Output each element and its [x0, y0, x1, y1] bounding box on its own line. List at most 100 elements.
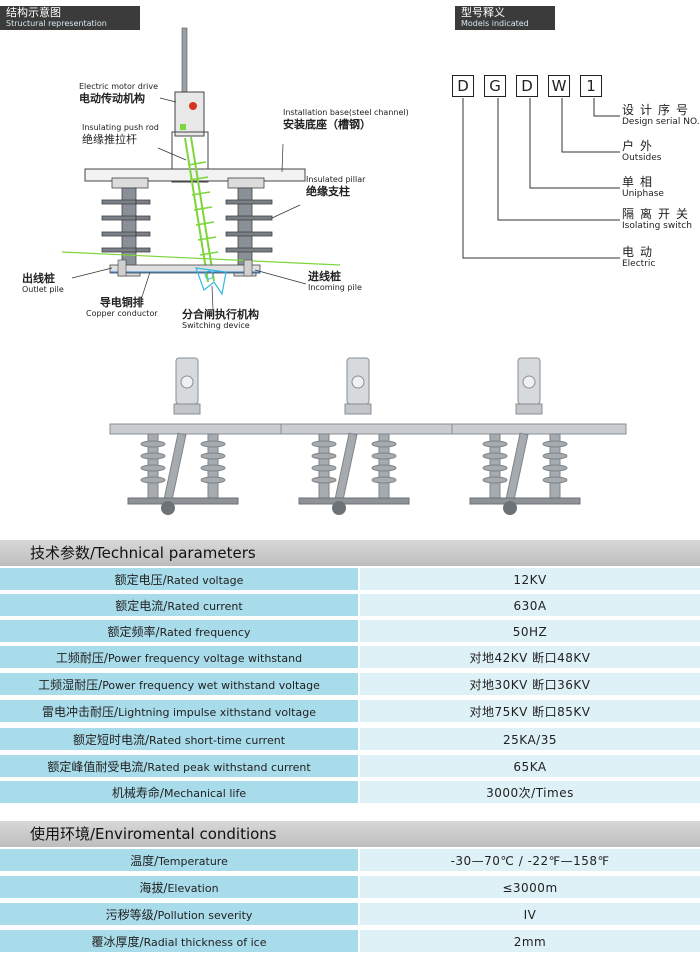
param-name-cn: 额定频率/ — [107, 625, 160, 639]
technical-parameters-header: 技术参数/Technical parameters — [0, 540, 700, 566]
structure-tag-cn: 结构示意图 — [6, 6, 61, 19]
condition-name-en: Elevation — [167, 882, 219, 895]
technical-parameters-title: 技术参数/Technical parameters — [30, 544, 256, 562]
model-meaning-cn: 电动 — [622, 245, 659, 259]
insulated-pillar-label-cn: 绝缘支柱 — [306, 185, 350, 198]
param-name: 雷电冲击耐压/Lightning impulse xithstand volta… — [0, 700, 358, 722]
model-meaning-en: Isolating switch — [622, 221, 692, 231]
condition-name: 温度/Temperature — [0, 849, 358, 871]
param-name: 额定电流/Rated current — [0, 594, 358, 616]
model-meaning-cn: 隔离开关 — [622, 207, 695, 221]
table-row: 额定短时电流/Rated short-time current 25KA/35 — [0, 728, 700, 752]
table-row: 雷电冲击耐压/Lightning impulse xithstand volta… — [0, 700, 700, 724]
switching-device-label-cn: 分合闸执行机构 — [182, 308, 259, 321]
model-code-boxes: D G D W 1 — [452, 75, 602, 97]
table-row: 污秽等级/Pollution severity IV — [0, 903, 700, 927]
model-meaning-isolating: 隔离开关 Isolating switch — [622, 207, 695, 232]
model-code-leader-lines — [462, 98, 620, 259]
param-value: 对地30KV 断口36KV — [360, 673, 700, 695]
model-meaning-electric: 电动 Electric — [622, 245, 659, 270]
condition-value: 2mm — [360, 930, 700, 952]
environmental-conditions-header: 使用环境/Enviromental conditions — [0, 821, 700, 847]
motor-indicator-icon — [189, 102, 197, 110]
param-name: 工频湿耐压/Power frequency wet withstand volt… — [0, 673, 358, 695]
param-name-cn: 额定峰值耐受电流/ — [47, 760, 148, 774]
outlet-pile-label-en: Outlet pile — [22, 285, 64, 294]
structural-diagram: Electric motor drive 电动传动机构 Insulating p… — [0, 20, 420, 350]
condition-name-en: Pollution severity — [157, 909, 253, 922]
installation-base-label-en: Installation base(steel channel) — [283, 108, 409, 117]
incoming-pile-label: 进线桩 Incoming pile — [308, 270, 362, 293]
param-name: 额定电压/Rated voltage — [0, 568, 358, 590]
param-name-en: Rated short-time current — [149, 734, 286, 747]
param-name: 额定峰值耐受电流/Rated peak withstand current — [0, 755, 358, 777]
insulated-pillar-label-en: Insulated pillar — [306, 175, 366, 184]
param-value: 对地42KV 断口48KV — [360, 646, 700, 668]
model-meaning-en: Electric — [622, 259, 656, 269]
table-row: 工频湿耐压/Power frequency wet withstand volt… — [0, 673, 700, 697]
param-name: 工频耐压/Power frequency voltage withstand — [0, 646, 358, 668]
condition-name-en: Temperature — [158, 855, 228, 868]
model-meaning-cn: 户外 — [622, 139, 659, 153]
param-name-en: Rated current — [167, 600, 243, 613]
table-row: 额定电压/Rated voltage 12KV — [0, 568, 700, 592]
param-value: 630A — [360, 594, 700, 616]
param-name-en: Rated peak withstand current — [147, 761, 311, 774]
model-meaning-en: Outsides — [622, 153, 662, 163]
param-name-cn: 雷电冲击耐压/ — [42, 705, 119, 719]
param-name-cn: 额定电流/ — [115, 599, 168, 613]
condition-name: 海拔/Elevation — [0, 876, 358, 898]
switching-device-label: 分合闸执行机构 Switching device — [182, 308, 259, 331]
copper-conductor-label: 导电铜排 Copper conductor — [86, 296, 158, 319]
condition-name-cn: 温度/ — [130, 854, 159, 868]
param-name-cn: 额定电压/ — [114, 573, 167, 587]
param-value: 50HZ — [360, 620, 700, 642]
table-row: 额定电流/Rated current 630A — [0, 594, 700, 618]
param-name: 机械寿命/Mechanical life — [0, 781, 358, 803]
models-tag-cn: 型号释义 — [461, 6, 505, 19]
diagram-drawing — [61, 27, 341, 310]
outlet-pile-label-cn: 出线桩 — [22, 272, 55, 285]
param-name-en: Power frequency voltage withstand — [107, 652, 303, 665]
outlet-pile-label: 出线桩 Outlet pile — [22, 272, 64, 295]
param-name-cn: 工频湿耐压/ — [38, 678, 103, 692]
param-value: 3000次/Times — [360, 781, 700, 803]
model-code-letter: W — [548, 75, 570, 97]
model-code-letter: D — [452, 75, 474, 97]
model-meaning-en: Design serial NO. — [622, 117, 700, 127]
motor-drive-label-en: Electric motor drive — [79, 82, 158, 91]
param-name-en: Power frequency wet withstand voltage — [102, 679, 320, 692]
models-section-tag: 型号释义 Models indicated — [455, 6, 555, 30]
installation-base-label: Installation base(steel channel) 安装底座（槽钢… — [283, 108, 409, 131]
param-name-en: Mechanical life — [163, 787, 247, 800]
condition-value: ≤3000m — [360, 876, 700, 898]
param-value: 对地75KV 断口85KV — [360, 700, 700, 722]
models-tag-en: Models indicated — [461, 19, 529, 28]
product-photo — [109, 357, 285, 515]
table-row: 机械寿命/Mechanical life 3000次/Times — [0, 781, 700, 805]
condition-name-cn: 海拔/ — [139, 881, 168, 895]
condition-name-cn: 污秽等级/ — [105, 908, 158, 922]
push-rod-label-en: Insulating push rod — [82, 123, 159, 132]
motor-drive-label-cn: 电动传动机构 — [79, 92, 145, 105]
model-meaning-en: Uniphase — [622, 189, 664, 199]
param-name-cn: 工频耐压/ — [55, 651, 108, 665]
model-meaning-outsides: 户外 Outsides — [622, 139, 662, 164]
table-row: 温度/Temperature -30—70℃ / -22℉—158℉ — [0, 849, 700, 873]
switching-device-label-en: Switching device — [182, 321, 250, 330]
table-row: 工频耐压/Power frequency voltage withstand 对… — [0, 646, 700, 670]
incoming-pile-label-cn: 进线桩 — [308, 270, 341, 283]
model-meaning-serial: 设计序号 Design serial NO. — [622, 104, 700, 128]
structure-section-tag: 结构示意图 Structural representation — [0, 6, 140, 30]
condition-name: 污秽等级/Pollution severity — [0, 903, 358, 925]
model-code-letter: G — [484, 75, 506, 97]
insulated-pillar-label: Insulated pillar 绝缘支柱 — [306, 175, 365, 198]
model-meaning-cn: 单相 — [622, 175, 659, 189]
table-row: 额定峰值耐受电流/Rated peak withstand current 65… — [0, 755, 700, 779]
structure-tag-en: Structural representation — [6, 19, 107, 28]
condition-name-en: Radial thickness of ice — [143, 936, 267, 949]
push-rod-label: Insulating push rod 绝缘推拉杆 — [82, 123, 159, 146]
condition-value: -30—70℃ / -22℉—158℉ — [360, 849, 700, 871]
motor-drive-label: Electric motor drive 电动传动机构 — [79, 82, 158, 105]
param-value: 25KA/35 — [360, 728, 700, 750]
